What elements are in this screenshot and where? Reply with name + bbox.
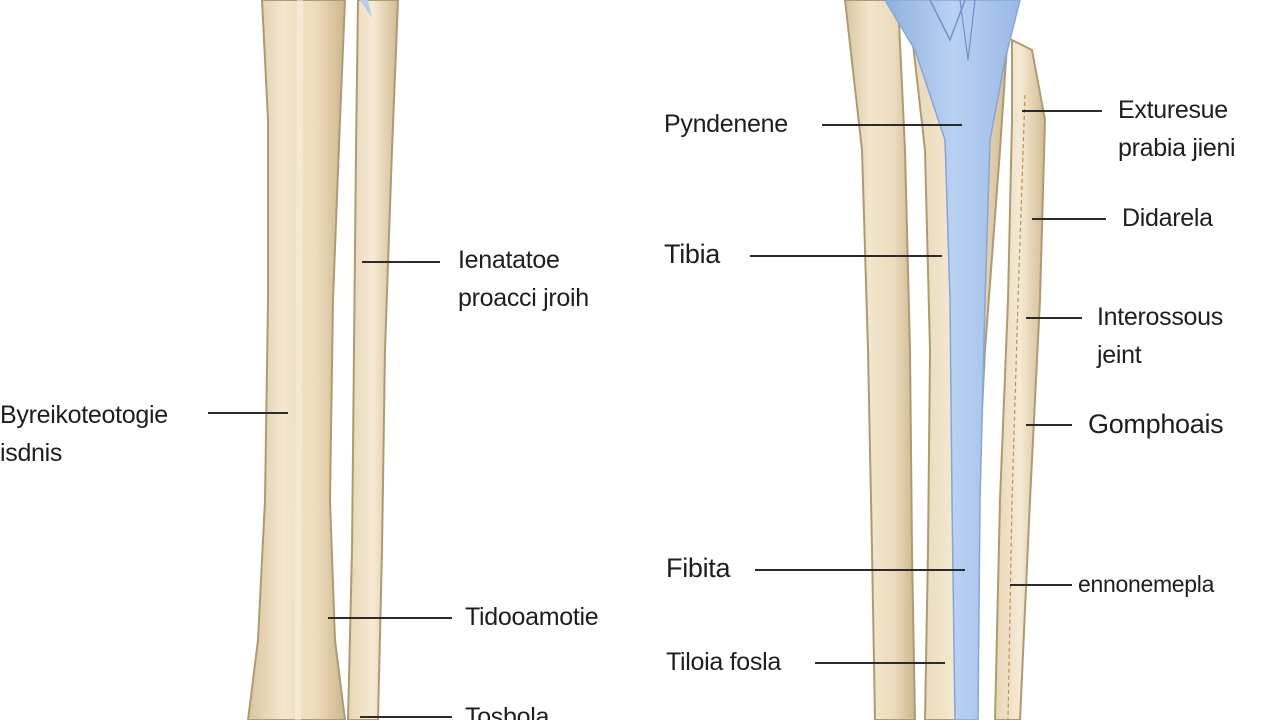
- label-left-lower: Tidooamotie: [465, 603, 599, 631]
- right-fibula-bone: [993, 38, 1047, 720]
- leader-line: [208, 412, 288, 414]
- label-center-top: Pyndenene: [664, 110, 788, 138]
- label-left-middle: Ienatatoe proacci jroih: [458, 241, 589, 317]
- interosseous-membrane: [884, 0, 1021, 720]
- label-tibia: Tibia: [664, 239, 721, 269]
- label-center-bottom: Tiloia fosla: [666, 648, 781, 676]
- label-line: jeint: [1097, 341, 1142, 369]
- label-line: isdnis: [0, 439, 63, 467]
- leader-line: [328, 617, 452, 619]
- leader-line: [360, 716, 452, 718]
- leader-line: [822, 124, 962, 126]
- label-interosseous: Interossous jeint: [1097, 298, 1223, 374]
- label-right-second: Didarela: [1122, 204, 1213, 232]
- label-line: Ienatatoe: [458, 246, 560, 274]
- label-left-edge: Byreikoteotogie isdnis: [0, 396, 168, 472]
- leader-line: [1022, 110, 1102, 112]
- label-line: Byreikoteotogie: [0, 401, 168, 429]
- leader-line: [1026, 317, 1082, 319]
- label-line: Interossous: [1097, 303, 1223, 331]
- label-right-top: Exturesue prabia jieni: [1118, 91, 1236, 167]
- leader-line: [1032, 218, 1106, 220]
- label-line: Exturesue: [1118, 96, 1228, 124]
- label-line: prabia jieni: [1118, 134, 1236, 162]
- left-fibula-bone: [346, 0, 400, 720]
- label-left-bottom: Tosbola: [465, 703, 550, 720]
- leader-line: [755, 569, 965, 571]
- label-right-bottom: ennonemepla: [1078, 571, 1215, 597]
- leader-line: [815, 662, 945, 664]
- leader-line: [1026, 424, 1072, 426]
- right-tibia-bone: [843, 0, 917, 720]
- leader-line: [750, 255, 942, 257]
- label-fibula: Fibita: [666, 553, 731, 583]
- label-gomphosis: Gomphoais: [1088, 409, 1224, 439]
- label-line: proacci jroih: [458, 284, 589, 312]
- leader-line: [362, 261, 440, 263]
- leader-line: [1010, 584, 1072, 586]
